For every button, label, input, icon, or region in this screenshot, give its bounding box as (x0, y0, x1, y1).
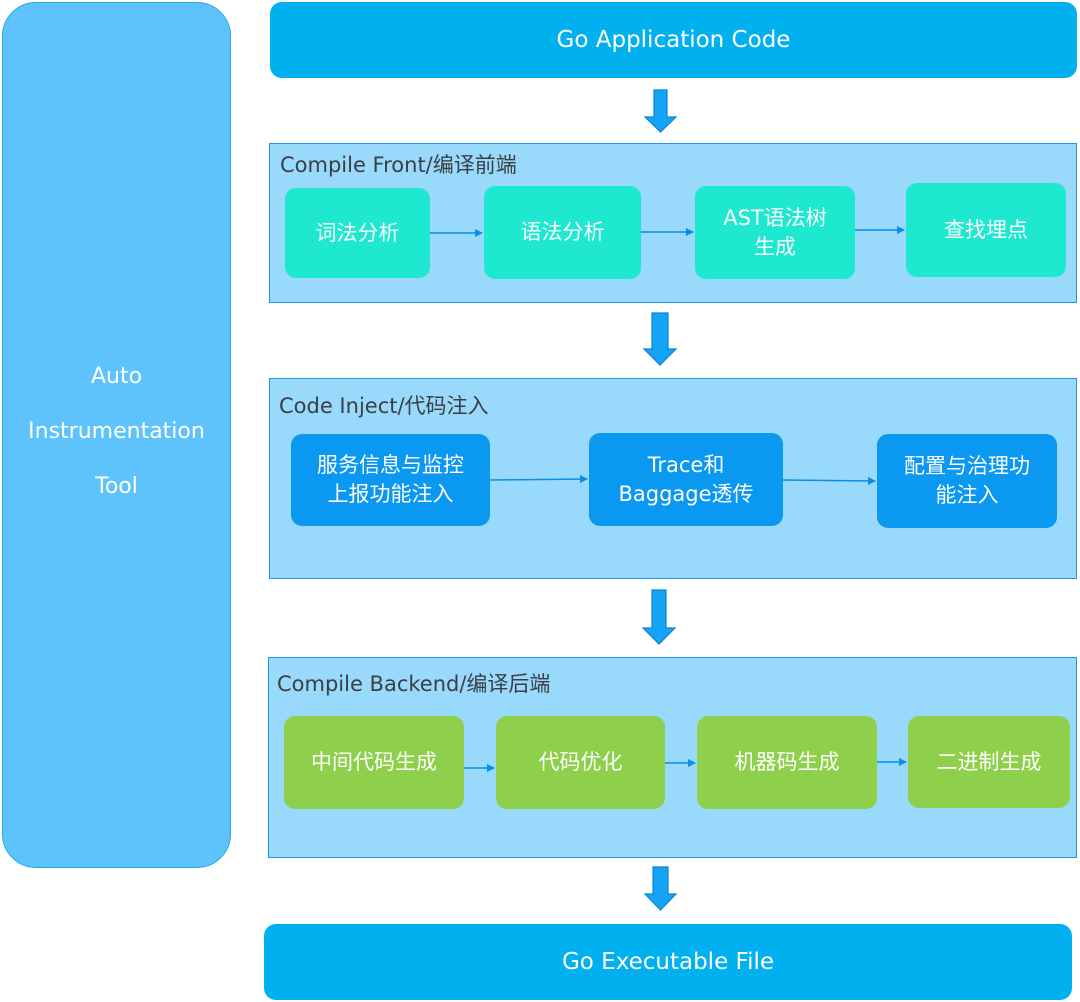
tool-label-line-2: Instrumentation (28, 418, 205, 444)
step-label-line-2: Baggage透传 (618, 481, 754, 506)
down-arrow-to-backend (641, 589, 677, 645)
step-lexical-analysis: 词法分析 (285, 188, 430, 278)
step-label-line-2: 生成 (754, 234, 796, 259)
tool-label-line-1: Auto (90, 363, 143, 389)
step-label: 中间代码生成 (311, 750, 437, 774)
step-label-line-1: 服务信息与监控 (317, 453, 464, 477)
auto-instrumentation-tool-panel: Auto Instrumentation Tool (2, 2, 231, 868)
tool-label-line-3: Tool (95, 473, 138, 499)
step-service-info-monitoring-injection: 服务信息与监控 上报功能注入 (291, 434, 490, 526)
step-label: 语法分析 (520, 220, 605, 244)
stage-title-compile-front: Compile Front/编译前端 (280, 153, 517, 177)
step-intermediate-code-generation: 中间代码生成 (284, 716, 464, 809)
step-label: 查找埋点 (944, 217, 1028, 242)
step-binary-generation: 二进制生成 (908, 716, 1070, 808)
step-trace-baggage-propagation: Trace和 Baggage透传 (589, 433, 783, 526)
step-label-line-1: AST语法树 (723, 205, 827, 230)
step-label-line-2: 能注入 (935, 483, 999, 507)
step-label-line-2: 上报功能注入 (327, 482, 454, 506)
go-executable-file-label: Go Executable File (561, 949, 775, 975)
down-arrow-to-inject (642, 312, 678, 366)
step-label-line-1: Trace和 (647, 452, 725, 477)
go-application-code-bar: Go Application Code (270, 2, 1077, 78)
step-machine-code-generation: 机器码生成 (697, 716, 877, 809)
step-config-governance-injection: 配置与治理功 能注入 (877, 434, 1057, 528)
step-ast-generation: AST语法树 生成 (695, 186, 855, 279)
step-label: 代码优化 (538, 750, 623, 774)
stage-title-compile-backend: Compile Backend/编译后端 (277, 672, 551, 696)
step-label: 二进制生成 (936, 749, 1042, 774)
step-label: 机器码生成 (734, 750, 840, 774)
go-application-code-label: Go Application Code (556, 27, 791, 53)
step-label-line-1: 配置与治理功 (904, 454, 1030, 478)
step-label: 词法分析 (315, 220, 400, 245)
step-find-instrumentation-points: 查找埋点 (906, 183, 1066, 277)
down-arrow-to-executable (643, 866, 678, 911)
down-arrow-to-front (643, 89, 678, 133)
step-syntax-analysis: 语法分析 (484, 186, 641, 279)
stage-title-code-inject: Code Inject/代码注入 (279, 394, 489, 418)
step-code-optimization: 代码优化 (496, 716, 665, 809)
go-executable-file-bar: Go Executable File (264, 924, 1072, 1000)
